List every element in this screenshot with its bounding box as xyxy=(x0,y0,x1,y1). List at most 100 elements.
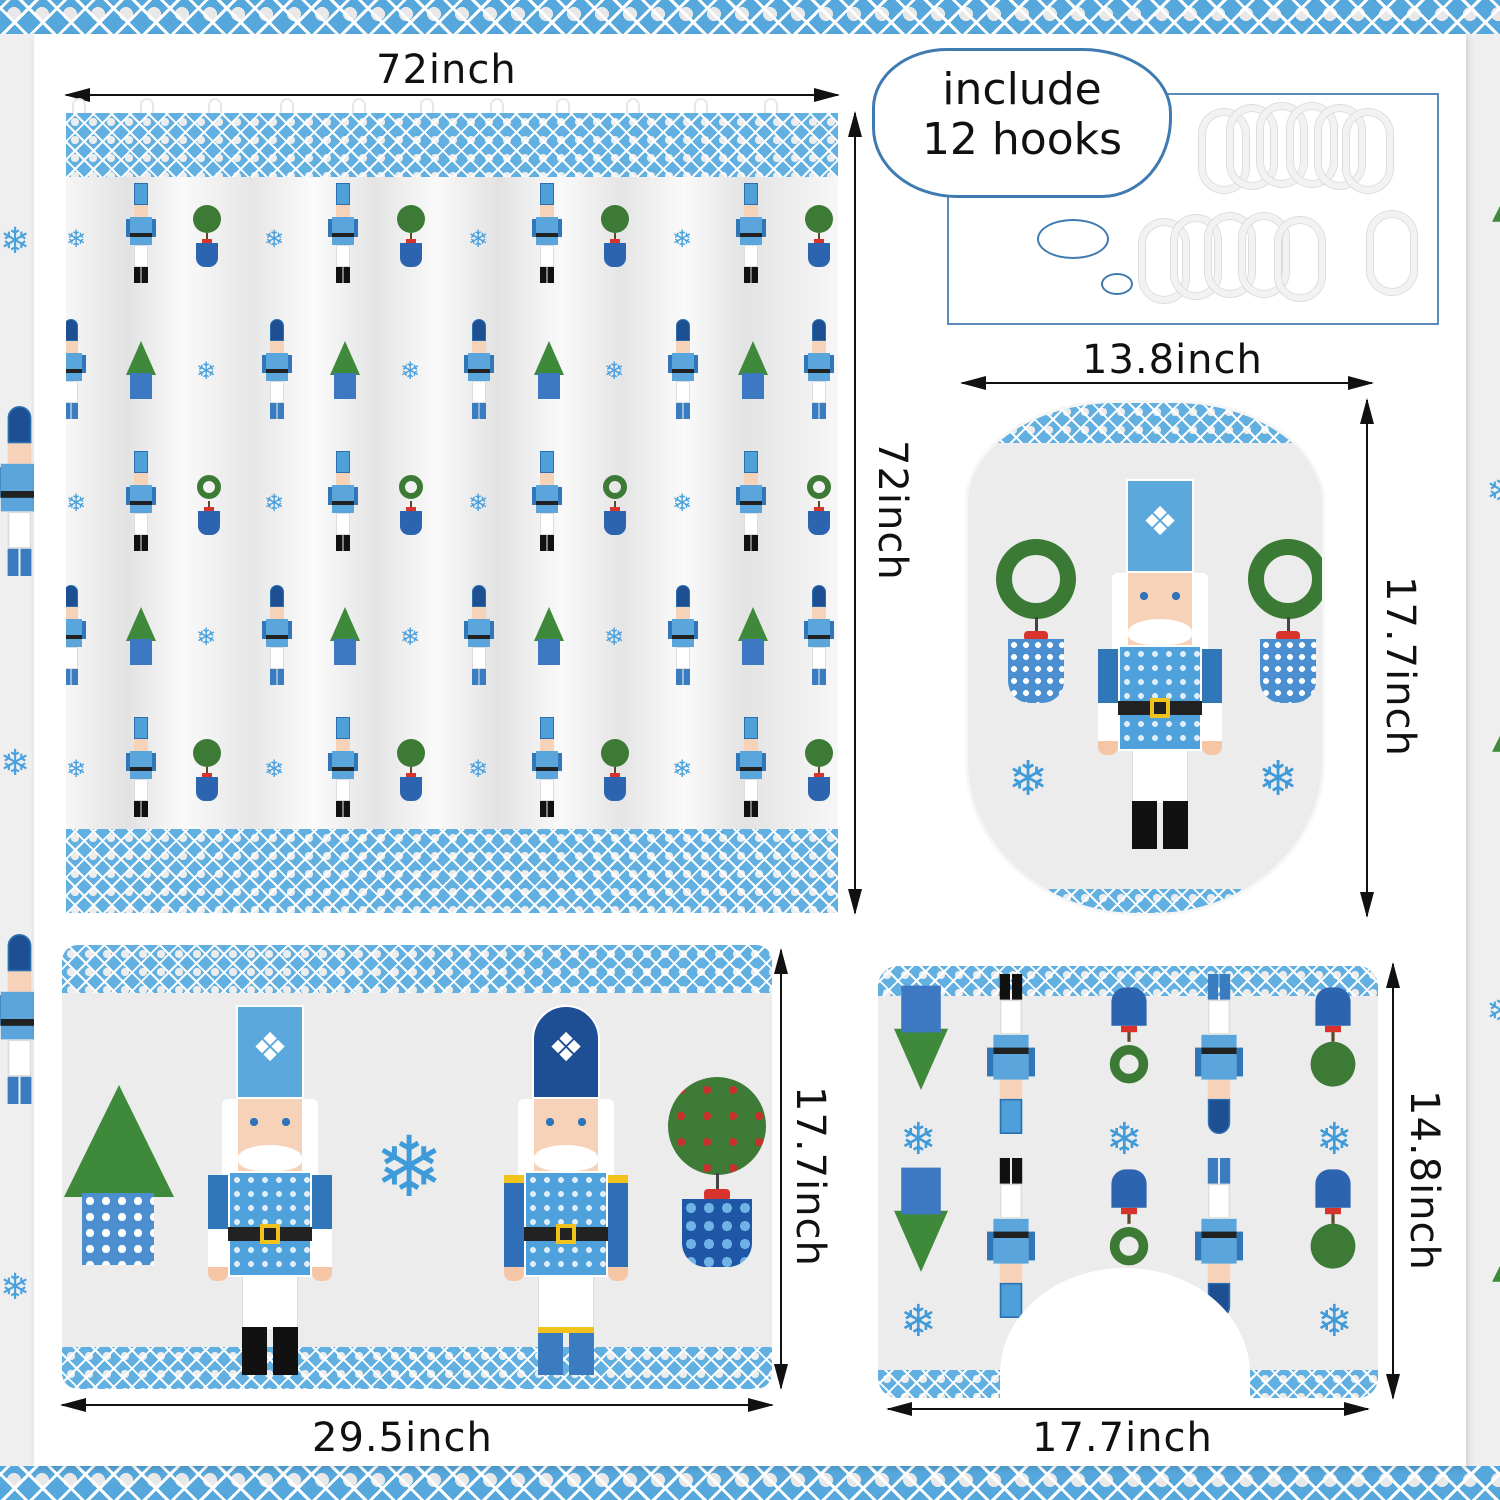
lid-height-label: 17.7inch xyxy=(1377,576,1423,757)
berry-topiary xyxy=(668,1077,768,1267)
tree-fragment: ▲ xyxy=(1492,194,1500,224)
nutcracker-figure xyxy=(987,1158,1035,1318)
snowflake-icon: ❄ xyxy=(400,623,421,651)
lid-height-arrow xyxy=(1360,398,1374,918)
shower-ring xyxy=(1287,103,1337,187)
topiary-plant xyxy=(600,739,630,801)
tree-fragment: ▲ xyxy=(1492,1254,1500,1284)
berry-topiary xyxy=(1309,1169,1357,1269)
nutcracker-figure xyxy=(532,183,562,283)
snowflake-icon: ❄ xyxy=(468,225,489,253)
curtain-hook xyxy=(626,98,640,126)
shower-curtain: ❄ ❄ ❄ ❄ ❄ ❄ ❄ ❄ ❄ ❄ ❄ ❄ ❄ ❄ ❄ ❄ ❄ xyxy=(66,113,838,913)
contour-width-label: 17.7inch xyxy=(1032,1415,1213,1461)
potted-tree xyxy=(328,341,362,401)
lid-width-arrow xyxy=(960,376,1374,390)
topiary-plant xyxy=(804,739,834,801)
contour-width-arrow xyxy=(886,1402,1370,1416)
snowflake-icon: ❄ xyxy=(1008,751,1049,807)
potted-tree xyxy=(124,607,158,667)
snowflake-icon: ❄ xyxy=(66,755,87,783)
curtain-hook xyxy=(694,98,708,126)
snowflake-icon: ❄ xyxy=(672,225,693,253)
snowflake-icon: ❄ xyxy=(900,1114,937,1165)
nutcracker-figure xyxy=(328,183,358,283)
lattice-band-bottom xyxy=(66,829,838,913)
snowflake-icon: ❄ xyxy=(1316,1296,1353,1347)
thought-cloud-puff xyxy=(1037,219,1109,259)
mat-height-label: 17.7inch xyxy=(787,1086,833,1267)
background-strip-left: ❄ ❄ ❄ xyxy=(0,34,34,1466)
nutcracker-figure xyxy=(532,717,562,817)
nutcracker-figure xyxy=(66,585,86,685)
lattice-band-top xyxy=(66,113,838,177)
curtain-hook xyxy=(140,98,154,126)
nutcracker-figure xyxy=(736,183,766,283)
nutcracker-figure xyxy=(0,934,34,1104)
snowflake-icon: ❄ xyxy=(1316,1114,1353,1165)
nutcracker-figure xyxy=(804,585,834,685)
topiary-plant xyxy=(192,739,222,801)
wreath-topiary xyxy=(996,539,1076,709)
shower-ring xyxy=(1205,213,1255,297)
curtain-width-label: 72inch xyxy=(376,47,517,93)
contour-height-arrow xyxy=(1386,962,1400,1400)
toilet-lid-cover: ❄ ❄ xyxy=(965,400,1325,916)
shower-ring xyxy=(1171,215,1221,299)
tree-fragment: ▲ xyxy=(1492,724,1500,754)
nutcracker-figure xyxy=(126,183,156,283)
snowflake-icon: ❄ xyxy=(468,755,489,783)
potted-tree xyxy=(890,1164,951,1272)
snowflake-icon: ❄ xyxy=(1486,474,1500,510)
hooks-callout-cloud: include 12 hooks xyxy=(872,48,1172,198)
curtain-hook xyxy=(280,98,294,126)
nutcracker-figure xyxy=(1098,479,1222,849)
snowflake-icon: ❄ xyxy=(264,755,285,783)
background-strip-right: ▲ ❄ ▲ ❄ ▲ xyxy=(1466,34,1500,1466)
callout-line-1: include xyxy=(942,64,1102,115)
curtain-hook xyxy=(556,98,570,126)
nutcracker-figure xyxy=(668,319,698,419)
snowflake-icon: ❄ xyxy=(604,623,625,651)
curtain-height-label: 72inch xyxy=(869,440,915,581)
nutcracker-figure xyxy=(328,717,358,817)
contour-mat: ❄ ❄ ❄ ❄ ❄ xyxy=(878,966,1378,1398)
wreath-topiary xyxy=(804,473,834,535)
topiary-plant xyxy=(804,205,834,267)
lattice-band-top xyxy=(968,403,1322,443)
curtain-height-arrow xyxy=(848,111,862,915)
curtain-hook xyxy=(352,98,366,126)
nutcracker-figure xyxy=(262,319,292,419)
curtain-width-arrow xyxy=(64,88,840,102)
shower-ring xyxy=(1139,219,1189,303)
shower-ring xyxy=(1239,213,1289,297)
potted-tree xyxy=(532,341,566,401)
curtain-hook xyxy=(764,98,778,126)
nutcracker-figure xyxy=(1195,974,1243,1134)
snowflake-icon: ❄ xyxy=(400,357,421,385)
snowflake-icon: ❄ xyxy=(66,225,87,253)
wreath-topiary xyxy=(1248,539,1322,709)
wreath-topiary xyxy=(1105,1169,1153,1268)
topiary-plant xyxy=(192,205,222,267)
snowflake-icon: ❄ xyxy=(1258,751,1299,807)
nutcracker-figure xyxy=(464,585,494,685)
curtain-hook xyxy=(490,98,504,126)
curtain-hook xyxy=(208,98,222,126)
berry-topiary xyxy=(1309,987,1357,1087)
lattice-border-top xyxy=(0,0,1500,34)
nutcracker-figure xyxy=(532,451,562,551)
snowflake-icon: ❄ xyxy=(0,221,31,262)
nutcracker-figure xyxy=(804,319,834,419)
shower-ring xyxy=(1343,109,1393,193)
curtain-hook xyxy=(420,98,434,126)
topiary-plant xyxy=(396,205,426,267)
contour-height-label: 14.8inch xyxy=(1401,1090,1447,1271)
nutcracker-figure xyxy=(464,319,494,419)
snowflake-icon: ❄ xyxy=(1106,1114,1143,1165)
wreath-topiary xyxy=(1105,987,1153,1086)
wreath-topiary xyxy=(600,473,630,535)
snowflake-icon: ❄ xyxy=(196,623,217,651)
thought-cloud-puff xyxy=(1101,273,1133,295)
snowflake-icon: ❄ xyxy=(374,1118,445,1216)
